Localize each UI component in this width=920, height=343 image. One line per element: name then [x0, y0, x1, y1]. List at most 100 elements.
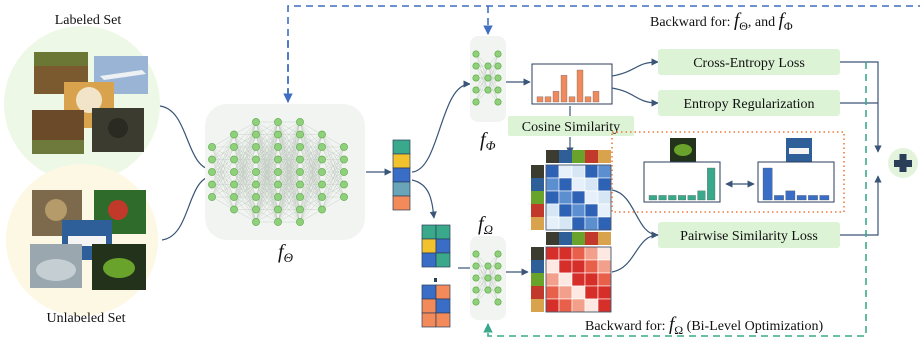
matrix-cell [545, 285, 560, 300]
histogram-bar [707, 167, 716, 201]
encoder-nodes [208, 118, 348, 226]
matrix-row-thumb [531, 260, 544, 273]
encoder-node [274, 155, 282, 164]
encoder-node [230, 180, 238, 189]
head-node [494, 98, 502, 106]
cosine-similarity-label: Cosine Similarity [522, 120, 620, 135]
head-node [472, 262, 480, 270]
matrix-cell [597, 246, 612, 261]
hist-to-entropy-arrow [611, 87, 659, 107]
encoder-node [274, 118, 282, 126]
encoder-node [208, 193, 216, 201]
histogram-bar [808, 195, 818, 201]
encoder-node [230, 193, 238, 201]
encoder-node [230, 130, 238, 139]
histogram-bar [552, 91, 560, 103]
head-node [494, 262, 502, 270]
head-node [472, 250, 480, 258]
cross-entropy-loss-box [658, 49, 840, 75]
encoder-node [252, 130, 260, 139]
head-node [484, 62, 492, 70]
feature-to-classifier-arrow [411, 80, 471, 173]
histogram-bar [560, 75, 568, 103]
pair-cell [421, 284, 437, 300]
encoder-node [296, 193, 304, 201]
matrix-cell [584, 190, 599, 205]
matrix-cell [571, 177, 586, 192]
encoder-node [252, 155, 260, 164]
matrix-cell [571, 259, 586, 274]
matrix-col-thumb [585, 150, 598, 163]
matrix-cell [545, 177, 560, 192]
matrix-cell [597, 203, 612, 218]
pairwise-similarity-matrix [531, 232, 612, 313]
head-node [494, 286, 502, 294]
encoder-node [318, 193, 326, 201]
encoder-node [208, 155, 216, 164]
histogram-bar [785, 190, 796, 201]
histogram-bar [592, 91, 600, 103]
histogram-bar [762, 167, 773, 201]
histogram-bar [677, 195, 687, 201]
cross-entropy-loss-label: Cross-Entropy Loss [693, 56, 805, 71]
matrix-cell [545, 203, 560, 218]
encoder-node [252, 168, 260, 176]
matrix-cell [584, 285, 599, 300]
pair-feature-vectors [421, 224, 451, 328]
encoder-node [252, 180, 260, 189]
histogram-bar [544, 96, 552, 103]
histogram-bar [819, 195, 830, 201]
head-node [472, 50, 480, 58]
encoder-node [296, 205, 304, 214]
encoder-node [274, 218, 282, 226]
encoder-node [208, 143, 216, 151]
head-node [484, 286, 492, 294]
matrix-cell [597, 177, 612, 192]
pair-cell [435, 298, 451, 314]
feature-to-pairs-arrow [411, 179, 437, 219]
encoder-node [296, 118, 304, 126]
matrix-cell [571, 285, 586, 300]
head-node [472, 298, 480, 306]
matrix-cell [597, 272, 612, 287]
pair-cell [421, 312, 437, 328]
encoder-node [208, 168, 216, 176]
encoder-node [318, 130, 326, 139]
matrix-col-thumb [572, 232, 585, 245]
histogram-bar [658, 195, 667, 201]
encoder-node [318, 205, 326, 214]
head-node [472, 62, 480, 70]
encoder-node [274, 205, 282, 214]
matrix-row-thumb [531, 204, 544, 217]
hist-to-ce-arrow [611, 58, 659, 77]
head-node [494, 50, 502, 58]
encoder-node [230, 205, 238, 214]
pairwise-similarity-loss-box [658, 222, 840, 248]
encoder-node [318, 155, 326, 164]
classifier-head-label: fΦ [480, 129, 496, 153]
matrix-cell [597, 164, 612, 179]
matrix-row-thumb [531, 165, 544, 178]
pair-cell [435, 284, 451, 300]
backward-omega-path [483, 62, 867, 337]
frog-prediction-histogram [643, 161, 721, 203]
matrix-row-thumb [531, 247, 544, 260]
unlabeled-set-images [30, 190, 146, 290]
classifier-head [472, 50, 502, 106]
pair-cell [435, 238, 451, 254]
pair-cell [435, 252, 451, 268]
matrix-col-thumb [585, 232, 598, 245]
matrix-row-thumb [531, 217, 544, 230]
head-node [494, 86, 502, 94]
head-node [494, 74, 502, 82]
matrix-cell [584, 298, 599, 313]
matrix-cell [571, 164, 586, 179]
feature-cell [392, 139, 411, 155]
histogram-bar [796, 195, 807, 201]
pair-comparison-highlight [611, 131, 845, 213]
encoder-node [318, 168, 326, 176]
encoder-node [296, 143, 304, 151]
encoder-node [296, 130, 304, 139]
head-node [472, 74, 480, 82]
ship-prediction-histogram [757, 161, 835, 203]
